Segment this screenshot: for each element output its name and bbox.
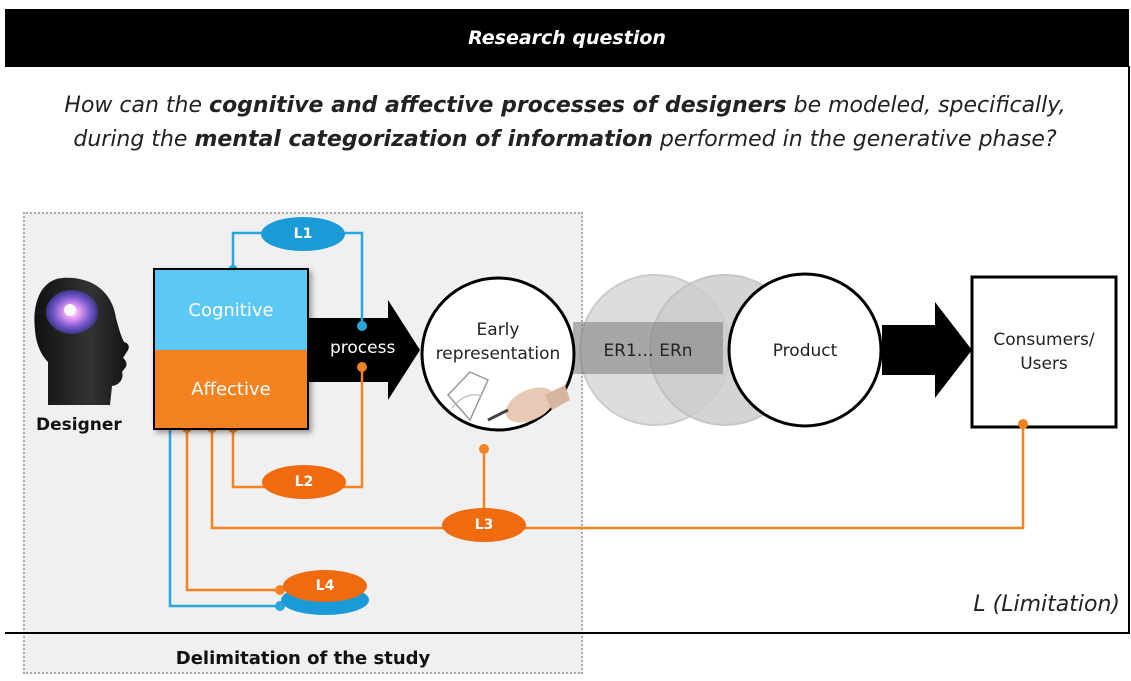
l4-label: L4 <box>315 578 335 594</box>
affective-block: Affective <box>155 350 307 428</box>
l4-pill <box>283 570 367 602</box>
l1-pill <box>261 217 345 251</box>
sketch-hand-icon <box>446 371 570 423</box>
l1-label: L1 <box>293 226 313 242</box>
process-arrow <box>300 300 420 400</box>
delimitation-label: Delimitation of the study <box>175 648 431 669</box>
l3-node-early-rep <box>479 444 489 454</box>
consumers-box <box>970 275 1118 429</box>
designer-head-icon <box>34 277 129 405</box>
er-band <box>573 322 723 374</box>
process-label: process <box>330 338 396 358</box>
er-range-label: ER1… ERn <box>603 341 693 361</box>
mind-process-box: Cognitive Affective <box>153 268 309 430</box>
product-circle <box>727 272 883 428</box>
l3-node-consumers <box>1018 419 1028 429</box>
l1-node-process <box>357 321 367 331</box>
research-question-text: How can the cognitive and affective proc… <box>20 89 1110 157</box>
frame-border-right <box>1128 66 1130 634</box>
header-title: Research question <box>468 27 666 49</box>
l4-node-orange <box>275 585 285 595</box>
early-representation-label: Early representation <box>435 320 561 364</box>
question-line-2: during the mental categorization of info… <box>73 127 1057 152</box>
l3-connector <box>210 424 1025 530</box>
designer-label: Designer <box>36 415 122 435</box>
question-line-1: How can the cognitive and affective proc… <box>64 93 1066 118</box>
frame-border-bottom <box>5 632 1130 634</box>
consumers-label: Consumers/ Users <box>993 330 1095 374</box>
l2-node-process <box>357 362 367 372</box>
product-label: Product <box>772 341 838 361</box>
limitation-legend: L (Limitation) <box>973 592 1120 617</box>
l4-connector-affective <box>185 428 280 592</box>
l3-pill <box>442 508 526 542</box>
consumer-arrow <box>882 302 972 398</box>
l2-label: L2 <box>294 474 314 490</box>
research-question-header: Research question <box>5 9 1129 67</box>
cognitive-block: Cognitive <box>155 270 307 350</box>
l3-label: L3 <box>474 517 494 533</box>
l2-pill <box>262 465 346 499</box>
